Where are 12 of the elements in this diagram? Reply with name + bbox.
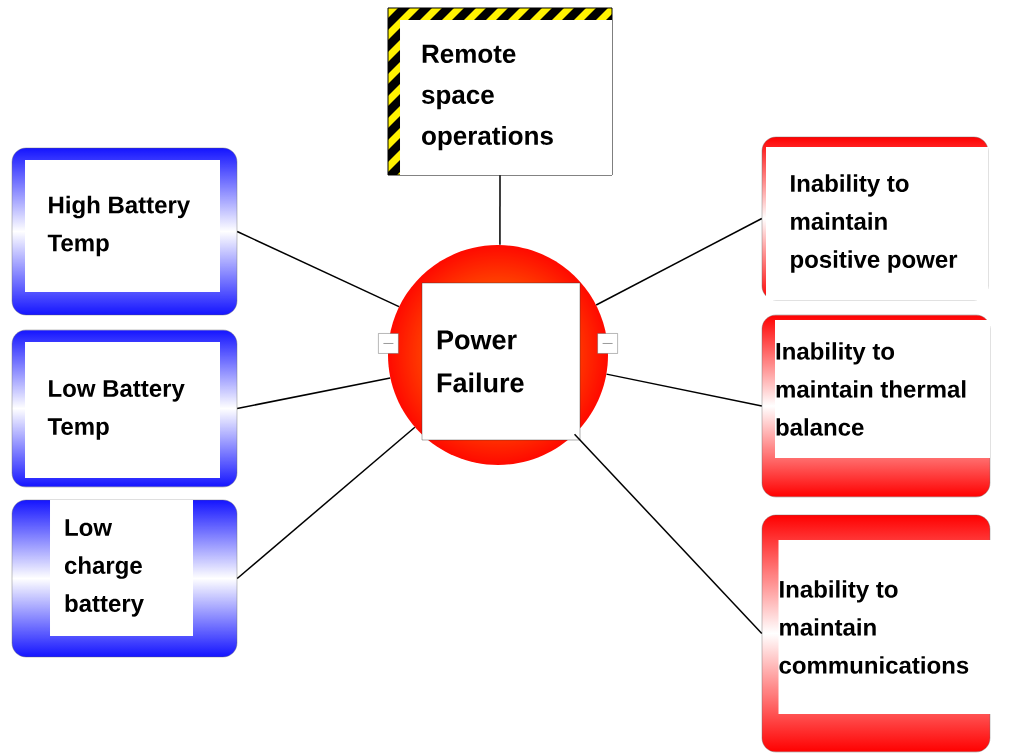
- process-box: Inability to maintain communications: [761, 514, 994, 753]
- hazard-box: Remote space operations: [387, 7, 613, 176]
- connector-line: [499, 174, 501, 246]
- connector-line: [236, 230, 400, 308]
- process-box: Inability to maintain positive power: [761, 136, 989, 301]
- process-box: High Battery Temp: [11, 147, 238, 316]
- process-box: Inability to maintain thermal balance: [761, 314, 991, 498]
- process-box: Low Battery Temp: [11, 329, 238, 488]
- connector-line: [573, 433, 763, 635]
- process-box: Low charge battery: [11, 499, 238, 658]
- connector-line: [236, 377, 391, 410]
- connector-line: [605, 373, 763, 407]
